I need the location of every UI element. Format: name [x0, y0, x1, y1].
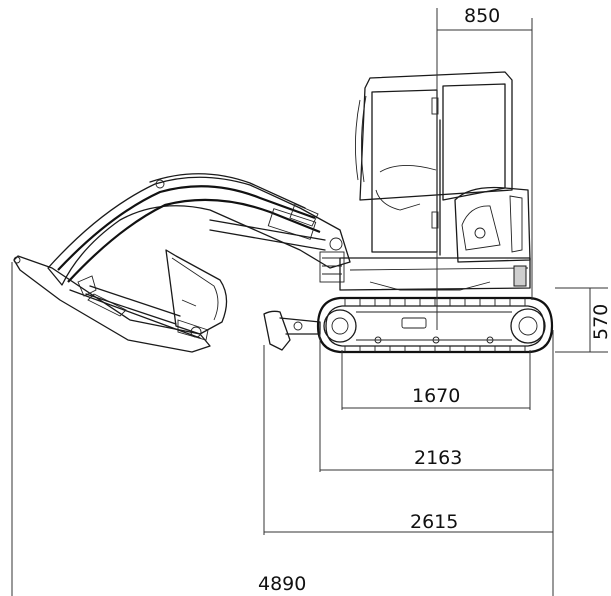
dimension-label-tumbler-distance: 1670 [412, 385, 460, 407]
bucket-cylinder [85, 285, 181, 325]
dimension-label-track-height: 570 [590, 304, 611, 340]
dimension-label-blade-to-track-end: 2615 [410, 511, 458, 533]
boom [47, 173, 351, 286]
dozer-blade [263, 310, 321, 351]
dimension-labels: 850 570 1670 2163 2615 4890 [258, 5, 611, 595]
cab [339, 71, 531, 291]
dimension-lines [11, 8, 608, 596]
excavator-illustration [13, 71, 554, 354]
dimension-label-overall-length: 4890 [258, 573, 306, 595]
dimension-label-cab-width: 850 [464, 5, 500, 27]
arm [13, 255, 211, 353]
dimension-label-track-length: 2163 [414, 447, 462, 469]
track-undercarriage [316, 296, 554, 354]
boom-cylinder [209, 219, 345, 283]
bucket [165, 249, 228, 341]
